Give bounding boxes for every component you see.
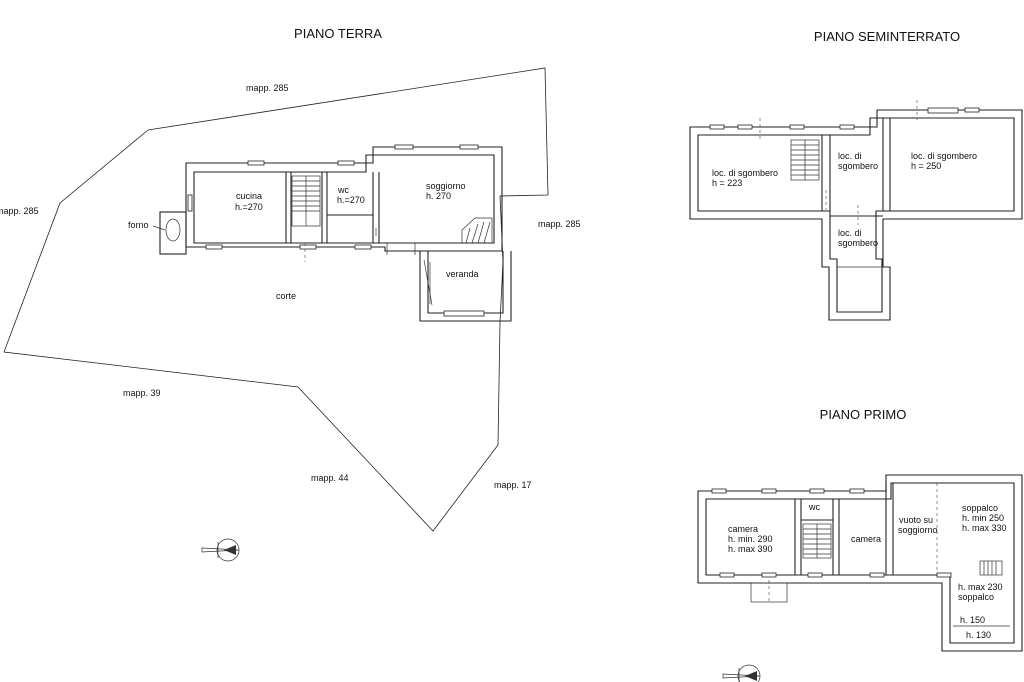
label-mapp-39: mapp. 39 <box>123 388 161 398</box>
label-mapp-44: mapp. 44 <box>311 473 349 483</box>
label-loc-sgombero-bottom-1: loc. di <box>838 228 862 238</box>
label-h130: h. 130 <box>966 630 991 640</box>
label-soppalco-low-hmax: h. max 230 <box>958 582 1003 592</box>
label-mapp-285-top: mapp. 285 <box>246 83 289 93</box>
stair-soggiorno <box>461 217 493 244</box>
north-arrow-icon <box>201 538 240 562</box>
label-camera-left: camera <box>728 524 758 534</box>
stair-seminterrato <box>790 139 820 181</box>
piano-terra-plan: mapp. 285 mapp. 285 mapp. 285 mapp. 39 m… <box>0 67 581 532</box>
north-arrow-icon <box>722 664 761 682</box>
label-soppalco-hmax: h. max 330 <box>962 523 1007 533</box>
label-soggiorno-h: h. 270 <box>426 191 451 201</box>
label-loc-sgombero-left-h: h = 223 <box>712 178 742 188</box>
label-soppalco: soppalco <box>962 503 998 513</box>
label-forno: forno <box>128 220 149 230</box>
label-mapp-285-left: mapp. 285 <box>0 206 39 216</box>
label-wc-h: h.=270 <box>337 195 365 205</box>
plot-boundary <box>3 67 549 532</box>
label-h150: h. 150 <box>960 615 985 625</box>
label-mapp-285-right: mapp. 285 <box>538 219 581 229</box>
piano-seminterrato-plan: loc. di sgombero h = 223 loc. di sgomber… <box>689 100 1023 321</box>
piano-primo-plan: camera h. min. 290 h. max 390 wc camera … <box>697 474 1023 652</box>
label-cucina-h: h.=270 <box>235 202 263 212</box>
label-mapp-17: mapp. 17 <box>494 480 532 490</box>
label-loc-sgombero-right: loc. di sgombero <box>911 151 977 161</box>
stair-soppalco <box>979 560 1003 576</box>
label-wc: wc <box>337 185 349 195</box>
label-camera-right: camera <box>851 534 881 544</box>
label-loc-sgombero-mid-1: loc. di <box>838 151 862 161</box>
label-loc-sgombero-mid-2: sgombero <box>838 161 878 171</box>
title-piano-terra: PIANO TERRA <box>294 26 382 41</box>
forno-oven <box>152 211 187 255</box>
label-soppalco-low: soppalco <box>958 592 994 602</box>
veranda <box>419 251 512 322</box>
building-ground-floor <box>185 144 503 262</box>
label-veranda: veranda <box>446 269 479 279</box>
label-vuoto-soggiorno: soggiorno <box>898 525 938 535</box>
label-camera-left-hmax: h. max 390 <box>728 544 773 554</box>
label-loc-sgombero-left: loc. di sgombero <box>712 168 778 178</box>
label-vuoto-su: vuoto su <box>899 515 933 525</box>
stair-primo <box>802 523 832 559</box>
label-wc-primo: wc <box>808 502 820 512</box>
title-piano-seminterrato: PIANO SEMINTERRATO <box>814 29 960 44</box>
title-piano-primo: PIANO PRIMO <box>820 407 907 422</box>
label-loc-sgombero-right-h: h = 250 <box>911 161 941 171</box>
label-camera-left-hmin: h. min. 290 <box>728 534 773 544</box>
label-corte: corte <box>276 291 296 301</box>
label-soppalco-hmin: h. min 250 <box>962 513 1004 523</box>
stair-ground <box>291 175 321 227</box>
label-soggiorno: soggiorno <box>426 181 466 191</box>
label-loc-sgombero-bottom-2: sgombero <box>838 238 878 248</box>
label-cucina: cucina <box>236 191 262 201</box>
